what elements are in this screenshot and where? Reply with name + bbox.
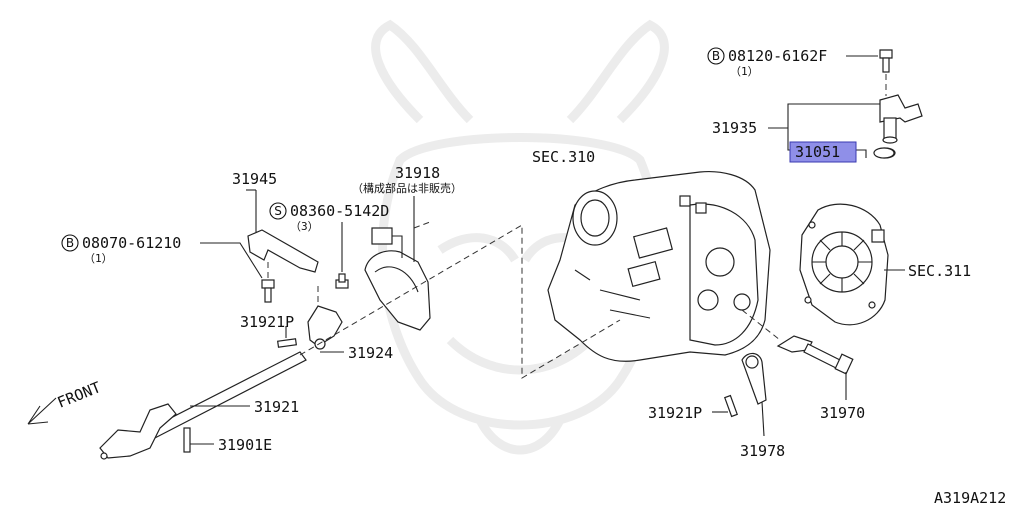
label-31051: 31051 <box>795 143 840 161</box>
label-31945: 31945 <box>232 170 277 188</box>
label-31921p-right: 31921P <box>648 404 702 422</box>
highlight-31051 <box>789 141 857 163</box>
label-31935: 31935 <box>712 119 757 137</box>
screw-symbol: S <box>274 204 282 218</box>
transmission-case <box>547 170 771 362</box>
o-ring <box>873 147 895 159</box>
bracket-31945 <box>247 229 319 273</box>
bolt-b-number: 08070-61210 <box>82 234 181 252</box>
label-sec311: SEC.311 <box>908 262 971 280</box>
bolt-b-symbol-circle <box>61 234 79 252</box>
label-31918: 31918 <box>395 164 440 182</box>
detent-spring-31978 <box>741 352 767 405</box>
bolt-a-symbol: B <box>712 49 720 63</box>
bolt-b-symbol: B <box>66 236 74 250</box>
rod-31970 <box>776 335 854 375</box>
screw-symbol-circle <box>269 202 287 220</box>
bolt-a-number: 08120-6162F <box>728 47 827 65</box>
transfer-cover <box>799 203 889 326</box>
label-sec310: SEC.310 <box>532 148 595 166</box>
watermark-crest <box>371 19 669 455</box>
label-31970: 31970 <box>820 404 865 422</box>
label-31924: 31924 <box>348 344 393 362</box>
screw-qty: （3） <box>290 220 319 233</box>
bolt-08120 <box>879 49 893 73</box>
bolt-a-qty: （1） <box>730 65 759 78</box>
screw-08360 <box>335 273 349 289</box>
diagram-id: A319A212 <box>934 489 1006 507</box>
pin-31921p-right <box>723 394 739 418</box>
front-arrow-icon <box>27 397 57 425</box>
shaft-31921 <box>99 351 307 460</box>
label-31918-note: （構成部品は非販売） <box>352 181 462 195</box>
front-label: FRONT <box>55 378 104 412</box>
label-31978: 31978 <box>740 442 785 460</box>
manual-lever <box>307 305 343 350</box>
bolt-symbol-circle <box>707 47 725 65</box>
label-31921: 31921 <box>254 398 299 416</box>
bolt-b-qty: （1） <box>84 252 113 265</box>
label-31921p-left: 31921P <box>240 313 294 331</box>
bolt-08070 <box>261 279 275 303</box>
label-31901e: 31901E <box>218 436 272 454</box>
range-switch <box>364 227 431 331</box>
screw-number: 08360-5142D <box>290 202 389 220</box>
pin-31921p-left <box>276 338 298 348</box>
